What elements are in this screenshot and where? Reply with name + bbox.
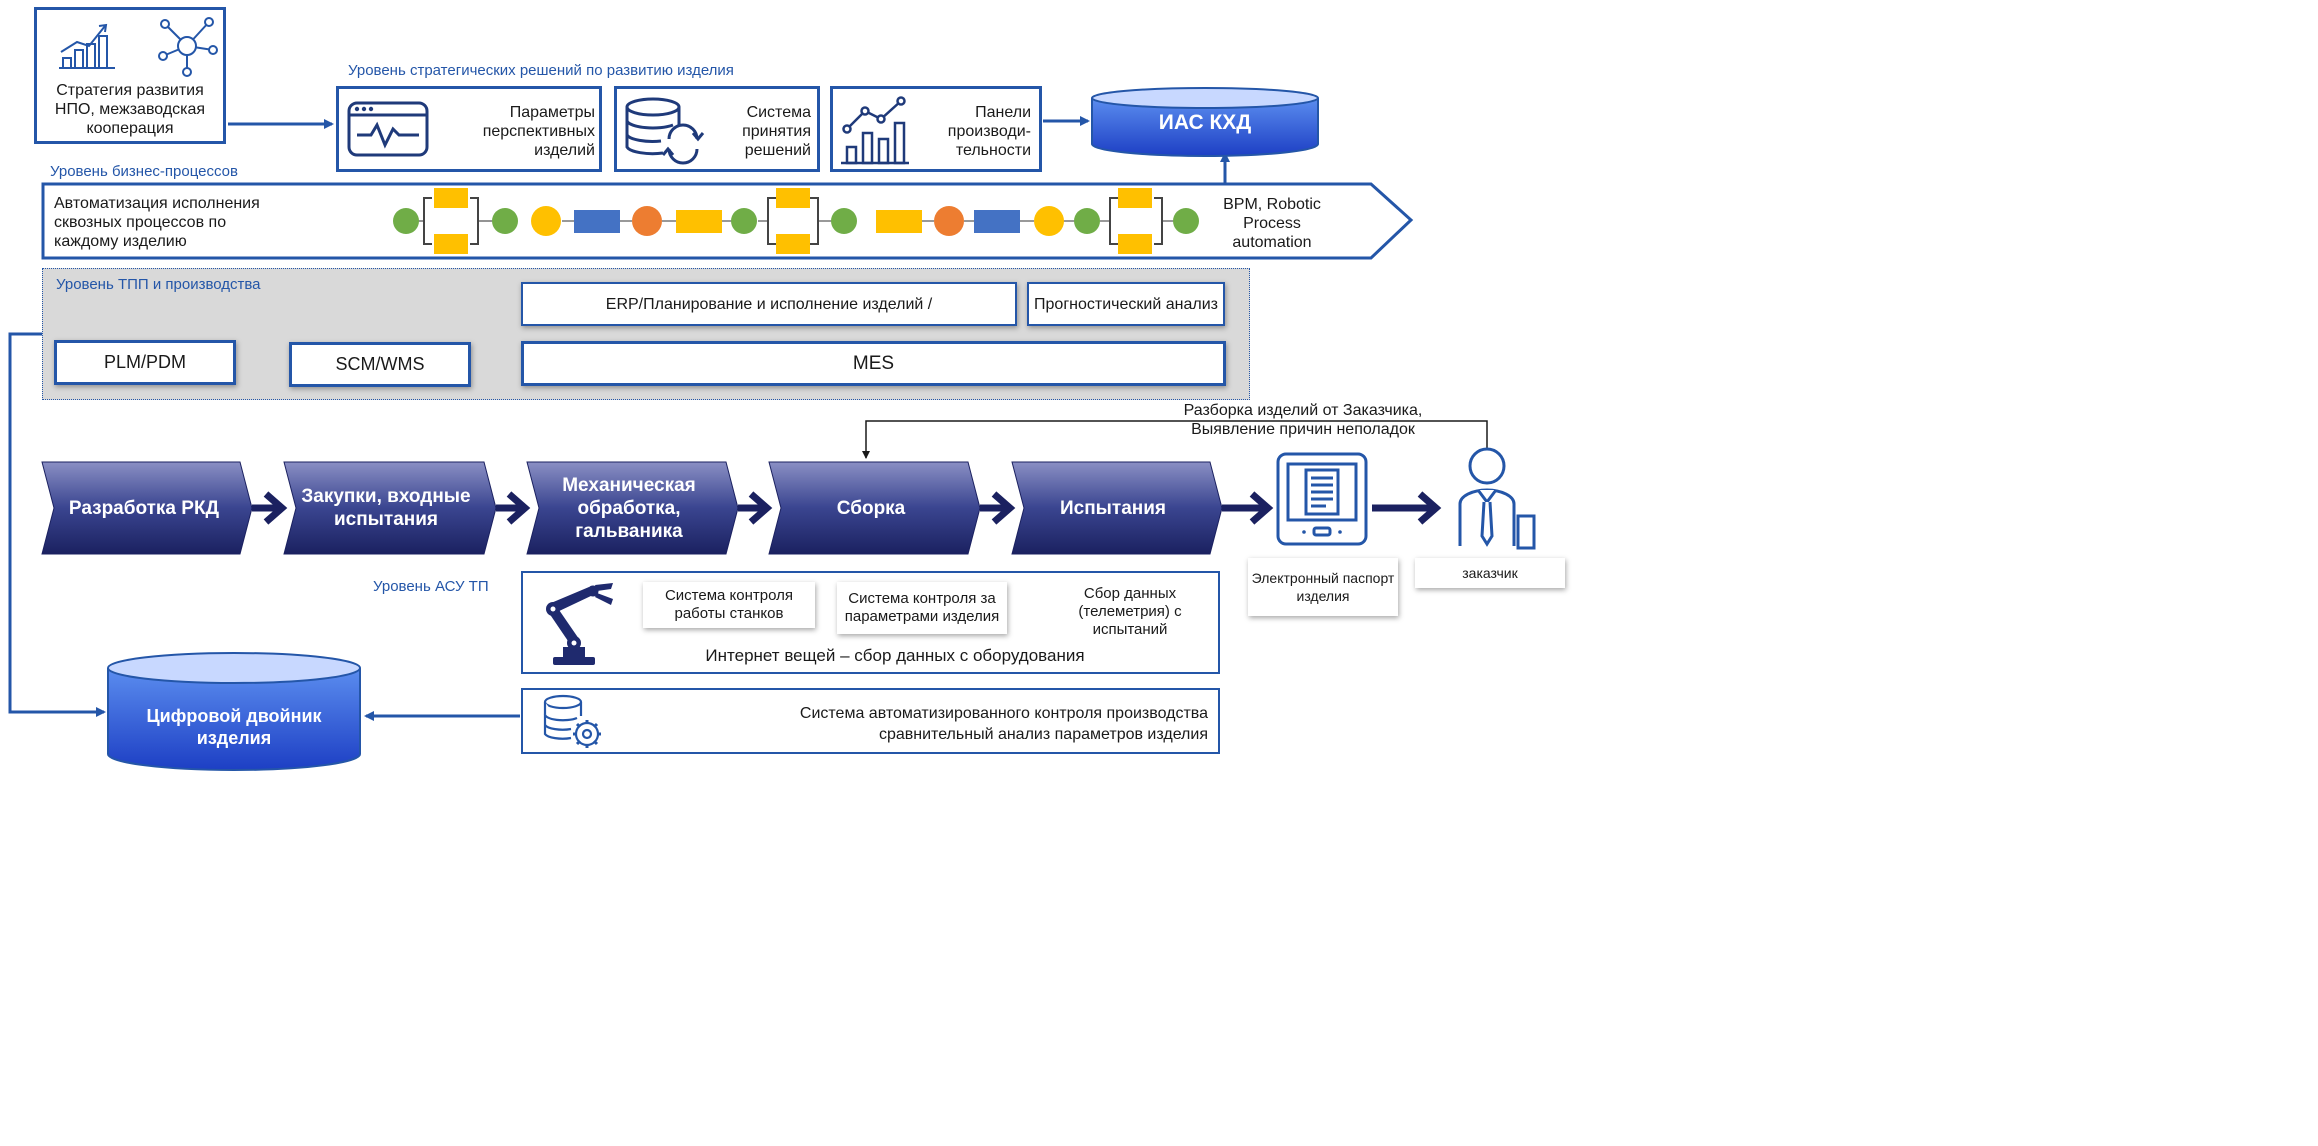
bpmn-flow [393, 188, 1199, 254]
asu-item-machines: Система контроля работы станков [643, 582, 815, 628]
asu-item-telemetry: Сбор данных (телеметрия) с испытаний [1078, 585, 1182, 638]
monitor-pulse-icon [347, 101, 429, 157]
database-sync-icon [625, 97, 705, 165]
digital-twin-database-shape [107, 652, 361, 771]
plm-box: PLM/PDM [54, 340, 236, 385]
stage-chevron-4 [1011, 461, 1223, 555]
database-gear-icon [543, 694, 601, 748]
stage-chevron-3 [768, 461, 981, 555]
forecast-box: Прогностический анализ [1027, 282, 1225, 326]
asu-level-label: Уровень АСУ ТП [373, 578, 489, 595]
stage-chevron-1 [283, 461, 497, 555]
stage-chevron-0 [41, 461, 253, 555]
customer-label: заказчик [1415, 558, 1565, 588]
strategic-item-panels: Панели производи-тельности [830, 86, 1042, 172]
strategic-item-params-text: Параметры перспективных изделий [482, 104, 595, 159]
feedback-text: Разборка изделий от Заказчика, Выявление… [1183, 402, 1423, 438]
ias-database-shape [1091, 87, 1319, 157]
stage-chevron-2 [526, 461, 739, 555]
asu-item-params: Система контроля за параметрами изделия [837, 582, 1007, 634]
arrow-tpp-to-digital-twin [8, 332, 106, 717]
strategic-item-panels-text: Панели производи-тельности [947, 104, 1031, 159]
stage-chevrons [41, 461, 1274, 555]
stage-label-3: Сборка [836, 497, 906, 519]
passport-label: Электронный паспорт изделия [1248, 558, 1398, 616]
strategic-item-params: Параметры перспективных изделий [336, 86, 602, 172]
network-hub-icon [158, 17, 218, 77]
strategic-level-label: Уровень стратегических решений по развит… [348, 62, 734, 79]
growth-chart-icon [841, 96, 909, 165]
stage-label-2: Механическая обработка, гальваника [562, 474, 696, 542]
auto-control-line2: сравнительный анализ параметров изделия [878, 726, 1208, 743]
mes-box: MES [521, 341, 1226, 386]
business-level-label: Уровень бизнес-процессов [50, 163, 238, 180]
customer-person-icon [1458, 447, 1536, 550]
iot-text: Интернет вещей – сбор данных с оборудова… [705, 646, 1085, 665]
stage-label-0: Разработка РКД [68, 497, 220, 519]
erp-box: ERP/Планирование и исполнение изделий / [521, 282, 1017, 326]
tablet-passport-icon [1276, 452, 1368, 546]
strategic-item-decision: Система принятия решений [614, 86, 820, 172]
strategy-box: Стратегия развития НПО, межзаводская коо… [34, 7, 226, 144]
stage-label-1: Закупки, входные испытания [301, 486, 471, 530]
scm-box: SCM/WMS [289, 342, 471, 387]
auto-control-line1: Система автоматизированного контроля про… [799, 705, 1208, 722]
auto-control-box: Система автоматизированного контроля про… [521, 688, 1220, 754]
tpp-level-label: Уровень ТПП и производства [56, 276, 261, 293]
robot-arm-icon [546, 583, 613, 665]
strategy-text: Стратегия развития НПО, межзаводская коо… [54, 81, 206, 137]
arrow-passport-to-customer [1372, 491, 1442, 525]
stage-label-4: Испытания [1059, 497, 1167, 519]
digital-twin-label: Цифровой двойник изделия [146, 706, 322, 748]
arrow-feedback-loop [862, 420, 1488, 459]
automation-text: Автоматизация исполнения сквозных процес… [54, 195, 260, 250]
strategic-item-decision-text: Система принятия решений [742, 104, 811, 159]
bpm-text: BPM, Robotic Process automation [1223, 195, 1321, 251]
bar-chart-growth-icon [59, 23, 115, 69]
ias-label: ИАС КХД [1158, 111, 1252, 134]
